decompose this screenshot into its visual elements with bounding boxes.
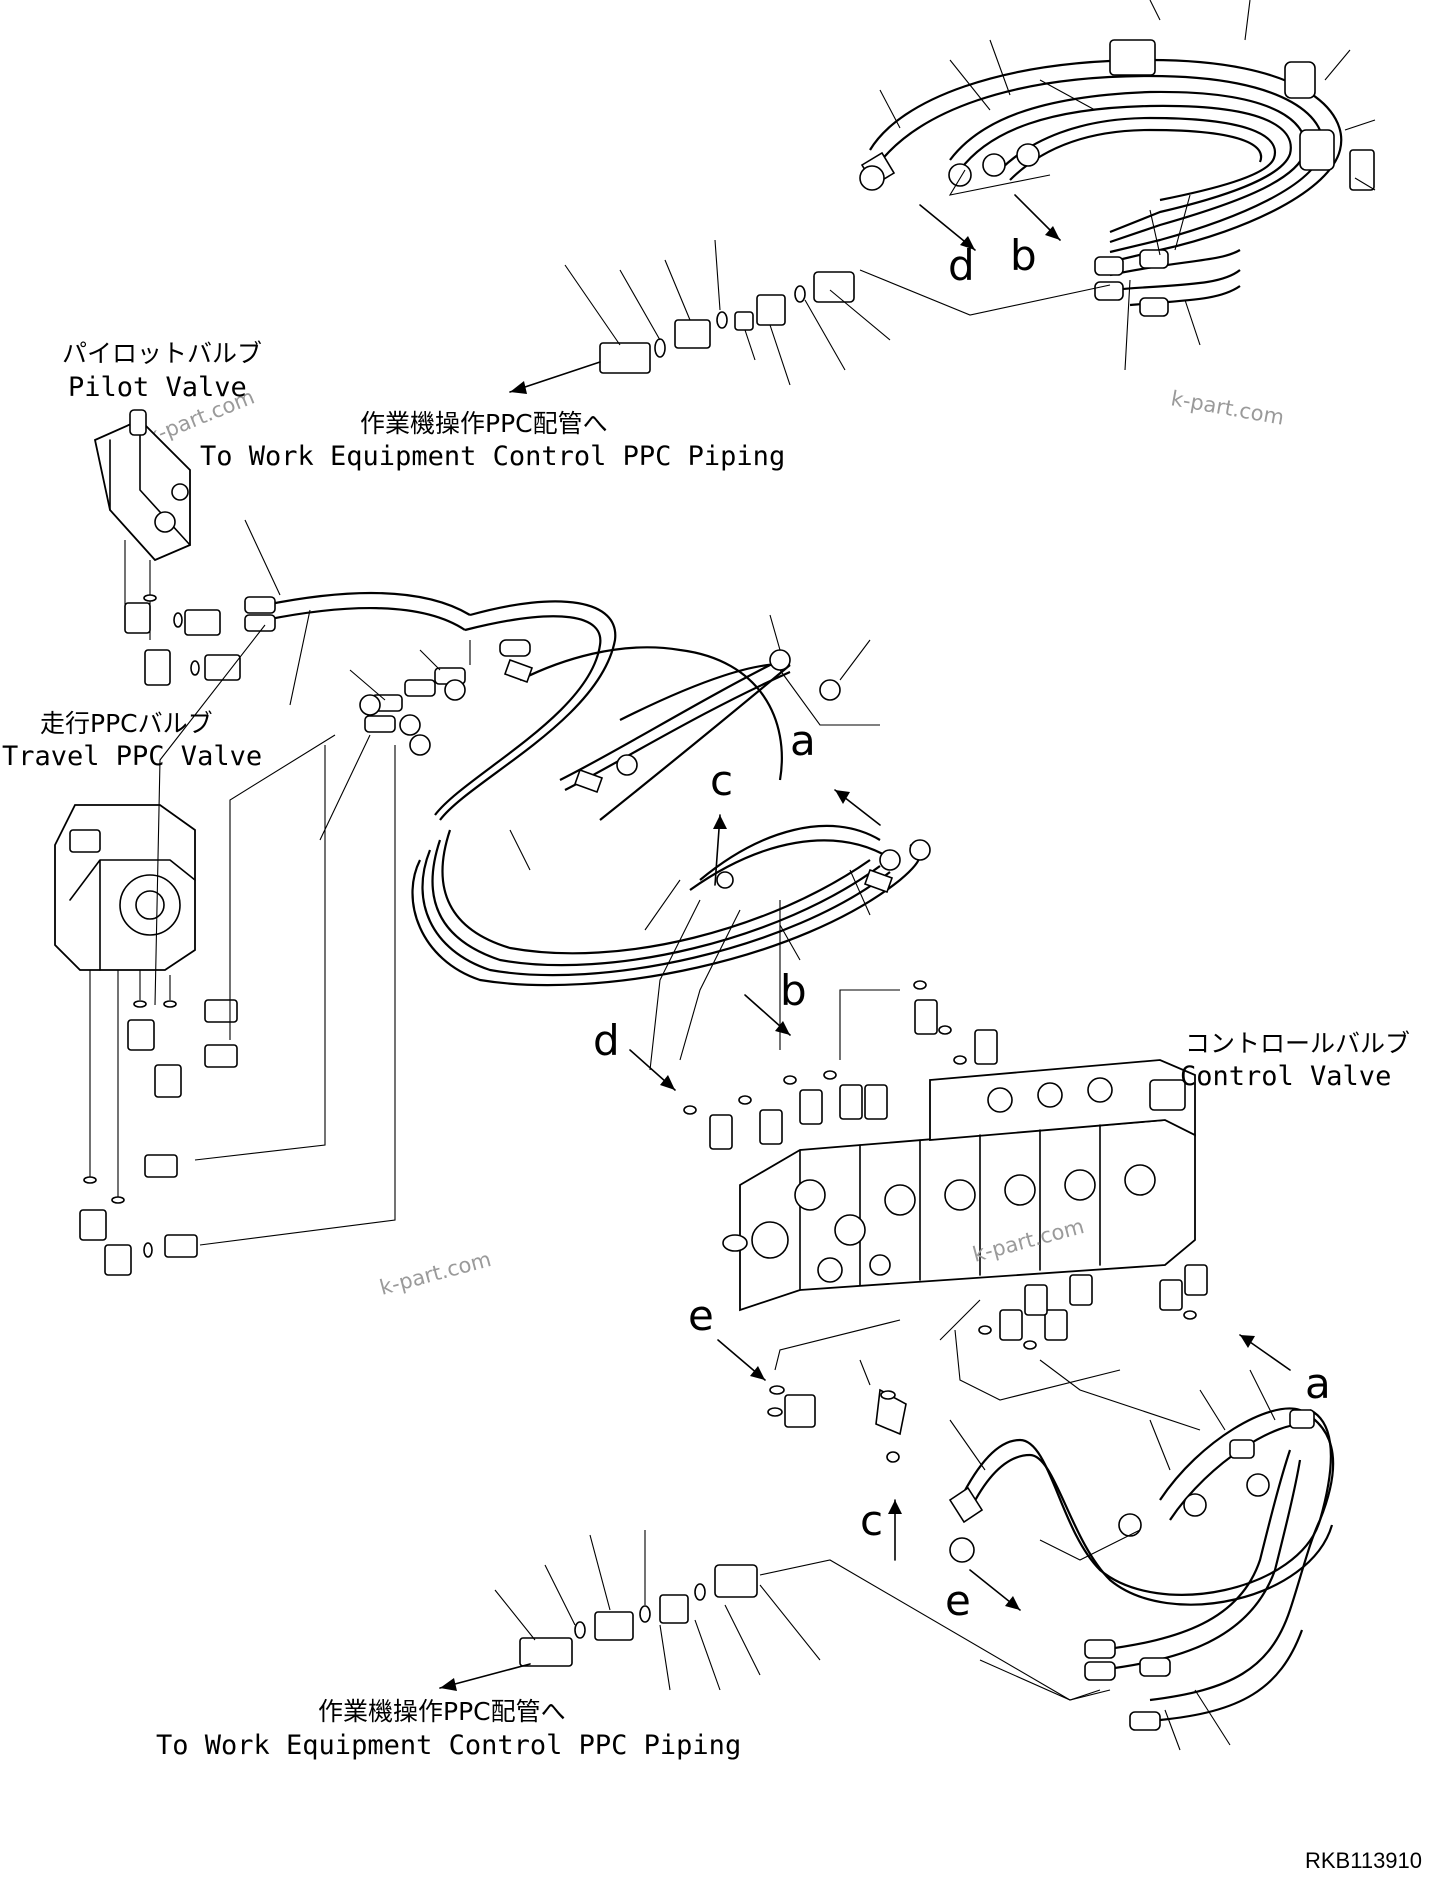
letter-b-top: b bbox=[1010, 231, 1037, 280]
letter-e-bottom: e bbox=[945, 1576, 971, 1625]
bottom-fittings-row bbox=[439, 1530, 1111, 1701]
watermark-3: k-part.com bbox=[377, 1247, 494, 1300]
drawing-code: RKB113910 bbox=[1305, 1848, 1422, 1873]
top-fittings-row bbox=[509, 239, 1111, 394]
work-equipment-bottom-en: To Work Equipment Control PPC Piping bbox=[156, 1730, 741, 1761]
letter-c-bottom: c bbox=[860, 1496, 883, 1545]
top-hose-harness: d b bbox=[859, 0, 1376, 371]
control-valve: b d a bbox=[593, 899, 1331, 1431]
control-valve-label-jp: コントロールバルブ bbox=[1185, 1029, 1410, 1058]
letter-a-right: a bbox=[1305, 1359, 1331, 1408]
letter-d-mid: d bbox=[593, 1016, 620, 1065]
work-equipment-top-jp: 作業機操作PPC配管へ bbox=[360, 409, 608, 438]
letter-c-mid: c bbox=[710, 756, 733, 805]
letter-d-top: d bbox=[948, 241, 975, 290]
travel-ppc-label-jp: 走行PPCバルブ bbox=[40, 709, 213, 738]
pilot-valve-label-en: Pilot Valve bbox=[68, 372, 247, 403]
travel-ppc-label-en: Travel PPC Valve bbox=[2, 741, 262, 772]
pilot-valve-label-jp: パイロットバルブ bbox=[62, 339, 262, 368]
bottom-hose-harness: e bbox=[945, 1369, 1335, 1751]
travel-ppc-valve bbox=[54, 804, 238, 1276]
pilot-valve bbox=[93, 409, 241, 686]
watermark-1: k-part.com bbox=[1169, 386, 1286, 429]
work-equipment-top-en: To Work Equipment Control PPC Piping bbox=[200, 441, 785, 472]
middle-hose-bundle: a c bbox=[154, 519, 931, 1246]
lower-fittings: e c bbox=[688, 1291, 907, 1561]
text-labels: パイロットバルブ Pilot Valve 走行PPCバルブ Travel PPC… bbox=[2, 339, 1422, 1873]
work-equipment-bottom-jp: 作業機操作PPC配管へ bbox=[318, 1697, 566, 1726]
letter-a-mid: a bbox=[790, 716, 816, 765]
letter-b-mid: b bbox=[780, 966, 807, 1015]
control-valve-label-en: Control Valve bbox=[1180, 1061, 1391, 1092]
letter-e-left: e bbox=[688, 1291, 714, 1340]
